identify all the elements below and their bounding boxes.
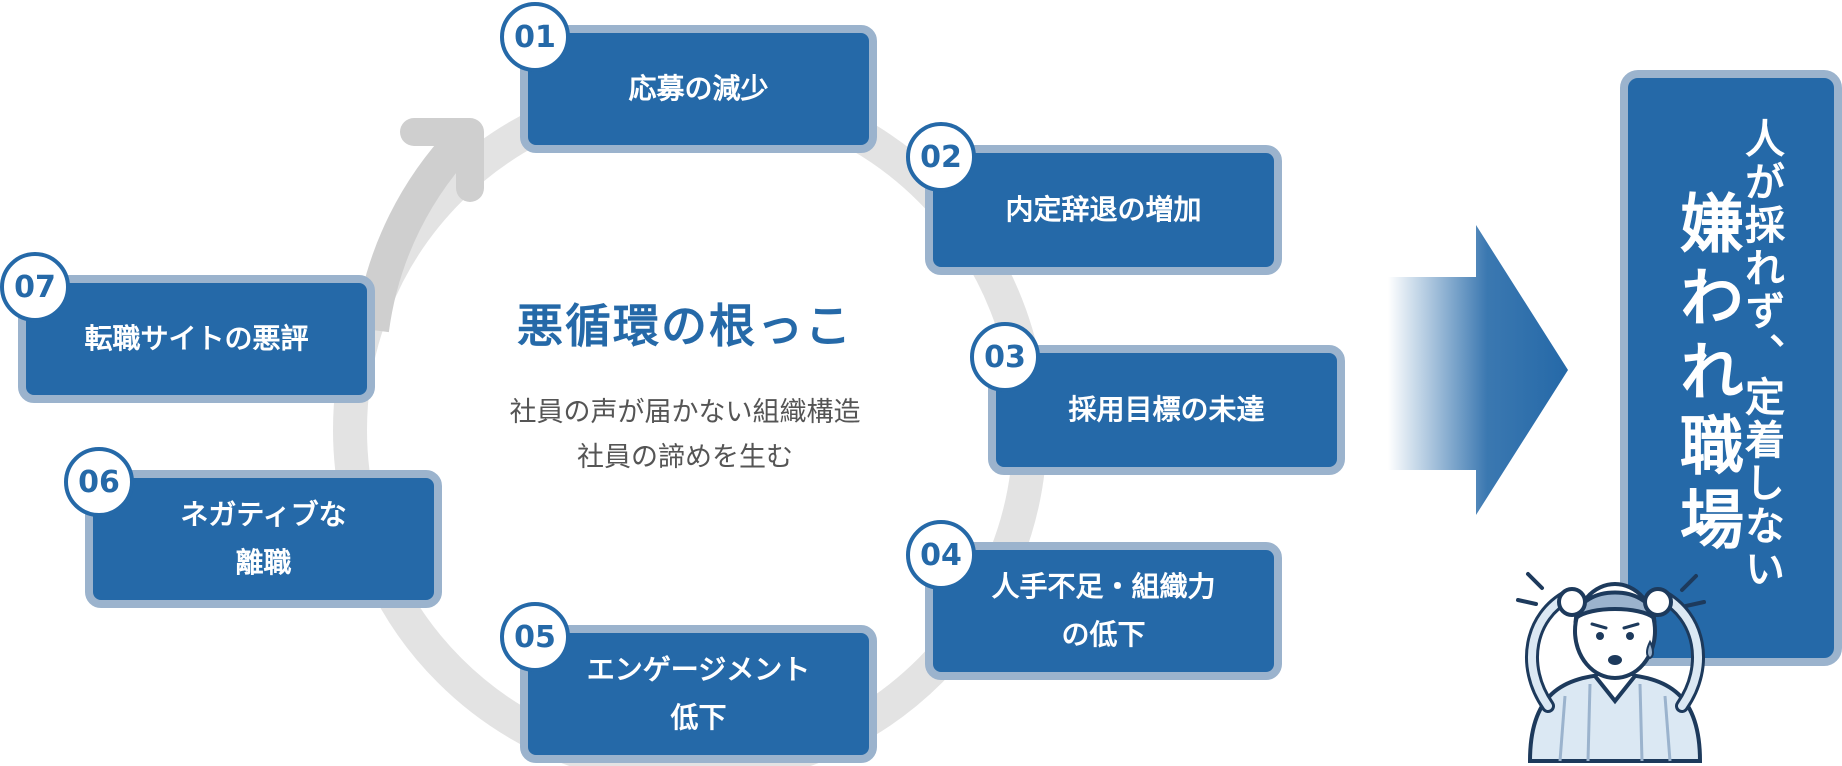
subtitle-line-2: 社員の諦めを生む <box>577 442 793 473</box>
step-box-05: エンゲージメント 低下 <box>520 625 877 763</box>
step-badge-03: 03 <box>970 322 1040 392</box>
stressed-person-icon <box>1516 572 1706 763</box>
step-badge-06: 06 <box>64 447 134 517</box>
right-arrow-icon <box>1388 225 1568 515</box>
step-badge-02: 02 <box>906 122 976 192</box>
cycle-root-title: 悪循環の根っこ <box>517 299 853 353</box>
result-caption: 人が採れず、定着しない <box>1738 118 1784 591</box>
step-box-03: 採用目標の未達 <box>988 345 1345 475</box>
step-badge-05: 05 <box>500 602 570 672</box>
cycle-root-subtitle: 社員の声が届かない組織構造 社員の諦めを生む <box>440 390 930 480</box>
step-box-02: 内定辞退の増加 <box>925 145 1282 275</box>
step-box-06: ネガティブな 離職 <box>85 470 442 608</box>
step-box-01: 応募の減少 <box>520 25 877 153</box>
subtitle-line-1: 社員の声が届かない組織構造 <box>509 397 861 428</box>
step-box-04: 人手不足・組織力 の低下 <box>925 542 1282 680</box>
result-title: 嫌われ職場 <box>1669 190 1743 560</box>
result-box <box>1620 70 1842 666</box>
step-badge-07: 07 <box>0 252 70 322</box>
step-box-07: 転職サイトの悪評 <box>18 275 375 403</box>
step-badge-01: 01 <box>500 2 570 72</box>
step-badge-04: 04 <box>906 520 976 590</box>
